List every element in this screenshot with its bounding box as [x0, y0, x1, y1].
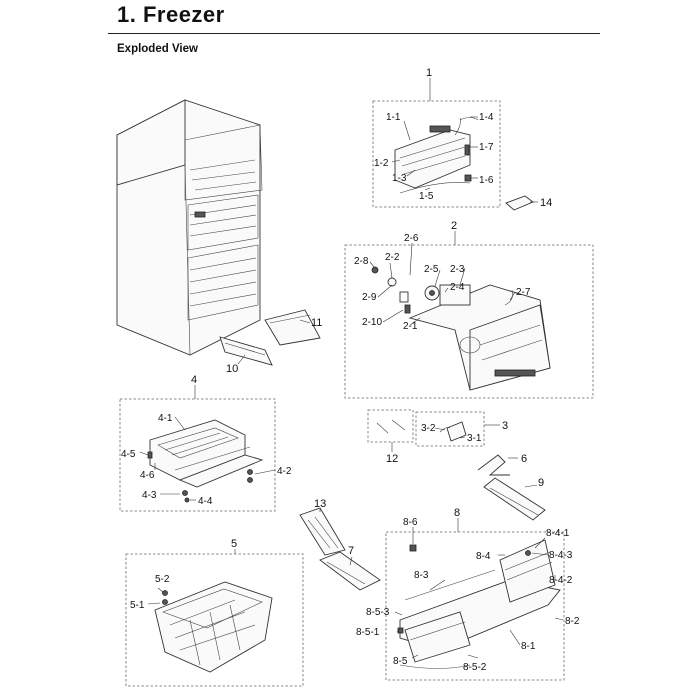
part-11-shape [264, 309, 321, 346]
title-divider [108, 33, 600, 34]
label-8-3: 8-3 [414, 570, 429, 581]
group-8-box [385, 531, 565, 681]
label-3: 3 [502, 420, 508, 432]
label-5-2: 5-2 [155, 574, 170, 585]
label-4-3: 4-3 [142, 490, 157, 501]
drawer-part [147, 419, 264, 503]
label-12: 12 [386, 453, 398, 465]
label-13: 13 [314, 498, 326, 510]
label-1-1: 1-1 [386, 112, 401, 123]
label-5-1: 5-1 [130, 600, 145, 611]
rail-assembly-part [397, 539, 561, 669]
label-2-4: 2-4 [450, 282, 465, 293]
label-1-6: 1-6 [479, 175, 494, 186]
cabinet-illustration [116, 99, 263, 356]
label-7: 7 [348, 545, 354, 557]
label-6: 6 [521, 453, 527, 465]
fan-duct-part [394, 117, 479, 194]
label-2-6: 2-6 [404, 233, 419, 244]
label-14: 14 [540, 197, 552, 209]
evaporator-cover-part [371, 266, 551, 391]
label-1-7: 1-7 [479, 142, 494, 153]
label-2-3: 2-3 [450, 264, 465, 275]
page-title: 1. Freezer [117, 2, 225, 27]
label-3-2: 3-2 [421, 423, 436, 434]
label-8-5: 8-5 [393, 656, 408, 667]
section-subtitle: Exploded View [117, 43, 198, 55]
label-1-5: 1-5 [419, 191, 434, 202]
label-2-2: 2-2 [385, 252, 400, 263]
group-2-box [344, 244, 594, 399]
label-4-5: 4-5 [121, 449, 136, 460]
label-8-6: 8-6 [403, 517, 418, 528]
label-8-4-1: 8-4-1 [546, 528, 570, 539]
label-1: 1 [426, 67, 432, 79]
label-8-5-2: 8-5-2 [463, 662, 487, 673]
group-12-box [367, 409, 414, 443]
label-8-2: 8-2 [565, 616, 580, 627]
label-4-6: 4-6 [140, 470, 155, 481]
label-11: 11 [311, 317, 322, 329]
group-1-box [372, 100, 501, 208]
group-5-box [125, 553, 304, 687]
group-4-box [119, 398, 276, 512]
label-1-4: 1-4 [479, 112, 494, 123]
label-1-3: 1-3 [392, 173, 407, 184]
group-3-box [415, 411, 485, 447]
label-2-5: 2-5 [424, 264, 439, 275]
part-13-shape [299, 507, 346, 556]
part-14-shape [505, 195, 534, 211]
label-2-1: 2-1 [403, 321, 418, 332]
part-3-shape [439, 421, 467, 442]
label-4-2: 4-2 [277, 466, 292, 477]
label-5: 5 [231, 538, 237, 550]
label-8: 8 [454, 507, 460, 519]
label-8-4-2: 8-4-2 [549, 575, 573, 586]
label-2-7: 2-7 [516, 287, 531, 298]
label-3-1: 3-1 [467, 433, 482, 444]
label-2-9: 2-9 [362, 292, 377, 303]
label-1-2: 1-2 [374, 158, 389, 169]
part-9-shape [483, 477, 546, 521]
label-9: 9 [538, 477, 544, 489]
label-4-4: 4-4 [198, 496, 213, 507]
label-2: 2 [451, 220, 457, 232]
label-8-4: 8-4 [476, 551, 491, 562]
part-10-shape [219, 336, 273, 366]
label-4-1: 4-1 [158, 413, 173, 424]
label-8-5-1: 8-5-1 [356, 627, 380, 638]
label-2-8: 2-8 [354, 256, 369, 267]
basket-part [154, 581, 273, 673]
part-7-shape [319, 551, 381, 591]
label-8-1: 8-1 [521, 641, 536, 652]
label-4: 4 [191, 374, 197, 386]
label-2-10: 2-10 [362, 317, 382, 328]
label-8-5-3: 8-5-3 [366, 607, 390, 618]
part-6-shape [477, 454, 510, 476]
label-10: 10 [226, 363, 238, 375]
label-8-4-3: 8-4-3 [549, 550, 573, 561]
